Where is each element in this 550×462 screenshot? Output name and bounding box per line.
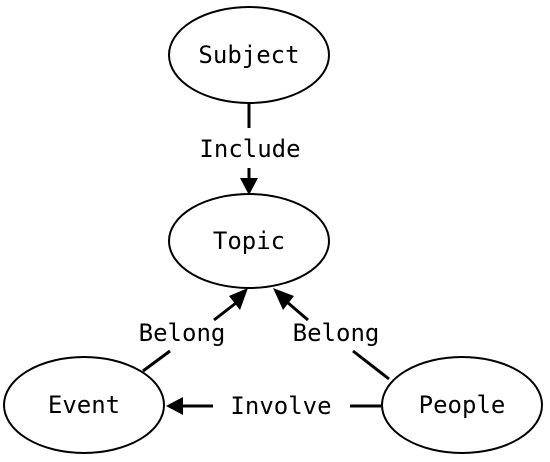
node-topic-ellipse (168, 193, 330, 289)
edge-involve-arrowhead (166, 397, 183, 415)
edge-belong-people-line-bottom (352, 349, 390, 381)
edge-belong-people-label: Belong (293, 319, 380, 347)
node-subject-ellipse (168, 6, 330, 104)
edge-involve: Involve (166, 392, 381, 420)
edge-belong-event-label: Belong (139, 319, 226, 347)
node-event-label: Event (48, 391, 120, 419)
edge-belong-people: Belong (273, 288, 390, 381)
node-subject[interactable]: Subject (168, 6, 330, 104)
node-subject-label: Subject (198, 41, 299, 69)
node-people-ellipse (381, 356, 543, 454)
edge-belong-people-line-top (286, 300, 309, 322)
edge-belong-people-arrowhead (273, 288, 294, 310)
node-event[interactable]: Event (3, 356, 165, 454)
edge-belong-event-line-top (213, 301, 237, 322)
edge-include-label: Include (199, 135, 300, 163)
node-topic[interactable]: Topic (168, 193, 330, 289)
edge-involve-label: Involve (230, 392, 331, 420)
node-topic-label: Topic (213, 227, 285, 255)
node-people[interactable]: People (381, 356, 543, 454)
node-people-label: People (419, 391, 506, 419)
edge-belong-event: Belong (139, 288, 248, 373)
edge-belong-event-line-bottom (142, 349, 171, 373)
edge-include-arrowhead (240, 178, 258, 195)
edge-belong-event-arrowhead (229, 288, 248, 310)
node-event-ellipse (3, 356, 165, 454)
edge-include: Include (199, 103, 301, 195)
